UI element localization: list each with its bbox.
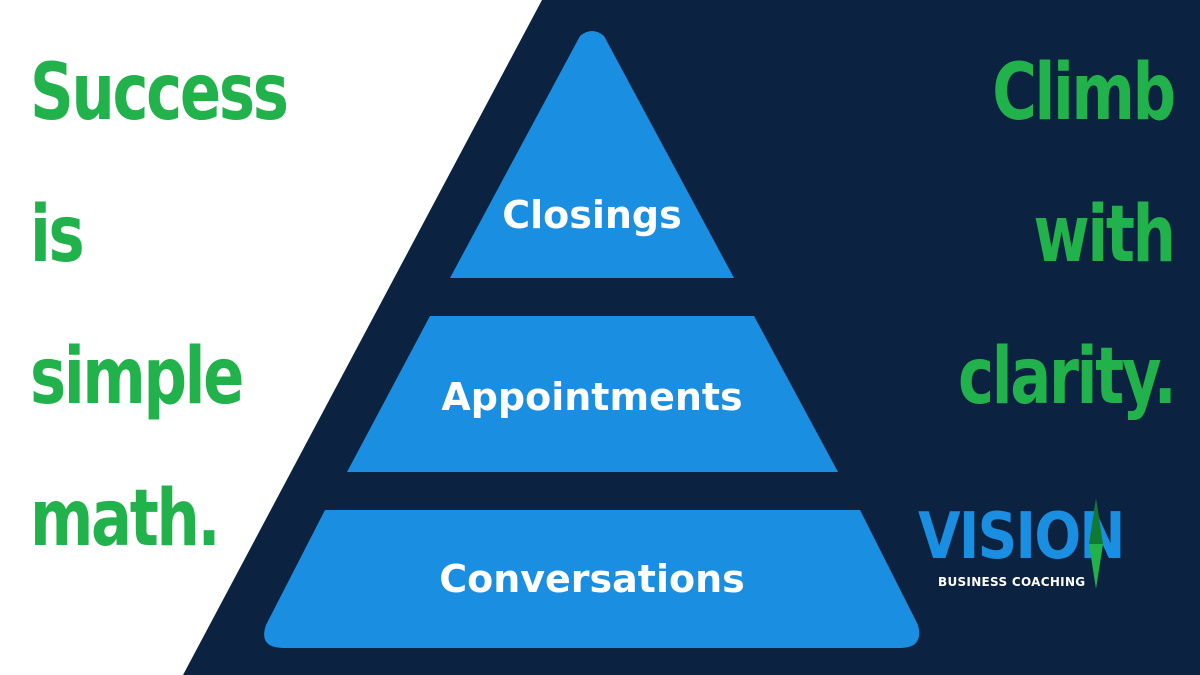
- left-headline-line-1: Success: [30, 48, 289, 138]
- pyramid-tier-closings: [450, 31, 734, 278]
- pyramid-tier-conversations: [264, 510, 920, 648]
- pyramid: Closings Appointments Conversations: [264, 31, 920, 648]
- compass-needle-icon: [1089, 499, 1103, 589]
- tier-label-conversations: Conversations: [439, 557, 745, 601]
- vision-logo: VISION BUSINESS COACHING: [918, 499, 1170, 597]
- tier-label-appointments: Appointments: [441, 375, 742, 419]
- left-headline-line-4: math.: [30, 474, 221, 564]
- tier-label-closings: Closings: [502, 193, 682, 237]
- pyramid-tier-appointments: [347, 316, 838, 472]
- left-headline-line-3: simple: [30, 332, 244, 422]
- right-headline-line-2: with: [1033, 190, 1176, 280]
- right-headline-line-3: clarity.: [957, 332, 1177, 422]
- logo-subtitle: BUSINESS COACHING: [938, 575, 1086, 589]
- right-headline-line-1: Climb: [992, 48, 1176, 138]
- left-headline-line-2: is: [30, 190, 85, 280]
